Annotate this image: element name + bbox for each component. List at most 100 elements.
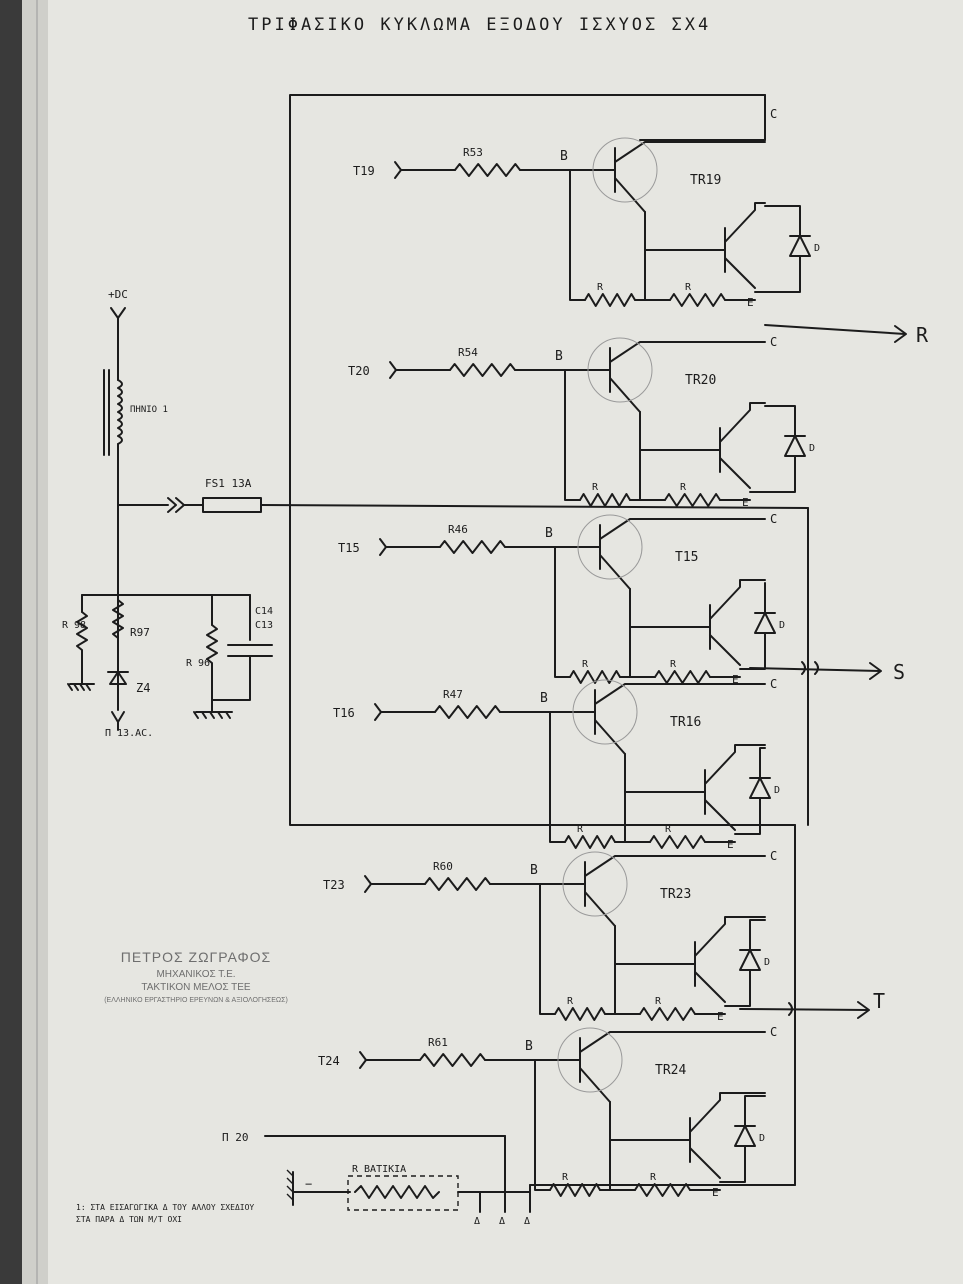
transistor-2-base-wire: [629, 588, 711, 628]
transistor-label: TR19: [690, 173, 721, 188]
bias-resistor-2-label: R: [685, 282, 692, 293]
stage-input-label: T15: [338, 541, 360, 555]
transistor-1-envelope: [592, 137, 658, 203]
main-frame: [289, 94, 796, 826]
base-resistor-label: R53: [463, 146, 483, 159]
transistor-label: TR24: [655, 1063, 686, 1078]
collector-label: C: [770, 107, 777, 121]
bias-resistor-1-label: R: [567, 996, 574, 1007]
c13-label: C13: [255, 620, 273, 631]
diode-wire-top: [764, 205, 801, 237]
bias-resistor-1-label: R: [577, 824, 584, 835]
bias-resistor-2: [654, 670, 711, 684]
input-wire: [389, 361, 451, 379]
transistor-1-collector: [599, 518, 766, 540]
transistor-1-emitter: [609, 377, 641, 413]
diode-wire-bottom: [749, 455, 796, 493]
emitter-label: E: [732, 673, 739, 686]
base-label: B: [540, 691, 548, 706]
transistor-label: TR16: [670, 715, 701, 730]
bias-wire: [554, 546, 571, 678]
stamp-line-2: ΜΗΧΑΝΙΚΟΣ Τ.Ε.: [156, 969, 235, 980]
terminal-1-label: Δ: [474, 1216, 480, 1227]
bias-resistor-1-label: R: [592, 482, 599, 493]
paper-sheet: [48, 0, 963, 1284]
bias-resistor-2: [664, 493, 721, 507]
r97-label: R97: [130, 626, 150, 639]
transistor-2-collector: [689, 1092, 766, 1133]
transistor-1-collector: [594, 683, 766, 705]
bias-resistor-1: [554, 1007, 606, 1021]
emitter-label: E: [747, 296, 754, 309]
bias-wire: [539, 883, 556, 1015]
transistor-1-emitter: [584, 891, 616, 927]
terminal-2-label: Δ: [499, 1216, 505, 1227]
transistor-1-collector: [584, 855, 766, 877]
transistor-2-base-wire: [614, 925, 696, 965]
r96-label: R 96: [186, 658, 210, 669]
diode-symbol: [749, 777, 771, 799]
transistor-1-collector: [614, 141, 766, 163]
emitter-label: E: [712, 1186, 719, 1199]
base-resistor: [449, 363, 516, 377]
dc-label: +DC: [108, 288, 128, 301]
input-wire: [379, 538, 441, 556]
base-label: B: [525, 1039, 533, 1054]
bottom-section: Π 20 − R ΒΑΤΙΚΙΑ Δ Δ Δ 1: ΣΤΑ ΕΙΣΑΓΩΓΙΚΑ…: [76, 1131, 796, 1227]
base-resistor: [419, 1053, 486, 1067]
transistor-2-emitter: [694, 971, 726, 1003]
bias-resistor-1-label: R: [582, 659, 589, 670]
diode-symbol: [739, 949, 761, 971]
emitter-label: E: [717, 1010, 724, 1023]
base-resistor-label: R54: [458, 346, 478, 359]
bottom-supply-label: Π 13.ΑC.: [105, 728, 153, 739]
stamp-line-3: ΤΑΚΤΙΚΟΝ ΜΕΛΟΣ ΤΕΕ: [141, 982, 251, 993]
note-line-2: ΣΤΑ ΠΑΡΑ Δ ΤΩΝ Μ/Τ ΟΧΙ: [76, 1215, 182, 1224]
transistor-2-emitter: [689, 1147, 721, 1179]
transistor-2-emitter: [719, 457, 751, 489]
emitter-label: E: [742, 496, 749, 509]
bias-resistor-1-label: R: [562, 1172, 569, 1183]
bias-resistor-2-label: R: [670, 659, 677, 670]
diode-symbol: [754, 612, 776, 634]
collector-label: C: [770, 335, 777, 349]
diode-label: D: [814, 243, 820, 254]
transistor-label: T15: [675, 550, 698, 565]
transistor-1-emitter: [594, 719, 626, 755]
diode-wire-top: [744, 1095, 766, 1127]
transistor-2-emitter: [724, 257, 756, 289]
transistor-2-collector: [724, 202, 766, 243]
transistor-1-envelope: [577, 514, 643, 580]
collector-label: C: [770, 1025, 777, 1039]
transistor-2-emitter: [704, 799, 736, 831]
collector-label: C: [770, 849, 777, 863]
transistor-1-emitter: [579, 1067, 611, 1103]
bias-wire: [569, 169, 586, 301]
transistor-2-collector: [719, 402, 766, 443]
diode-label: D: [774, 785, 780, 796]
stamp-line-4: (ΕΛΛΗΝΙΚΟ ΕΡΓΑΣΤΗΡΙΟ ΕΡΕΥΝΩΝ & ΑΞΙΟΛΟΓΗΣ…: [104, 997, 288, 1004]
transistor-label: TR23: [660, 887, 691, 902]
output-r-label: R: [916, 323, 929, 347]
terminal-3-label: Δ: [524, 1216, 530, 1227]
bias-wire: [564, 369, 581, 501]
diode-wire-bottom: [739, 632, 766, 670]
pin-label: Π 20: [222, 1131, 249, 1144]
transistor-1-envelope: [572, 679, 638, 745]
diode-wire-bottom: [754, 255, 801, 293]
base-label: B: [560, 149, 568, 164]
base-label: B: [530, 863, 538, 878]
bias-wire: [534, 1059, 551, 1191]
battery-resistor-label: R ΒΑΤΙΚΙΑ: [352, 1164, 406, 1175]
bias-resistor-2-label: R: [680, 482, 687, 493]
engineer-stamp: ΠΕΤΡΟΣ ΖΩΓΡΑΦΟΣ ΜΗΧΑΝΙΚΟΣ Τ.Ε. ΤΑΚΤΙΚΟΝ …: [104, 949, 288, 1004]
supply-circuit: +DC ΠΗΝΙΟ 1 FS1 13A R 98 R97 Z4 Π 13.ΑC.…: [62, 288, 809, 739]
bias-resistor-2: [634, 1183, 691, 1197]
transistor-2-collector: [709, 579, 766, 620]
r98-label: R 98: [62, 620, 86, 631]
